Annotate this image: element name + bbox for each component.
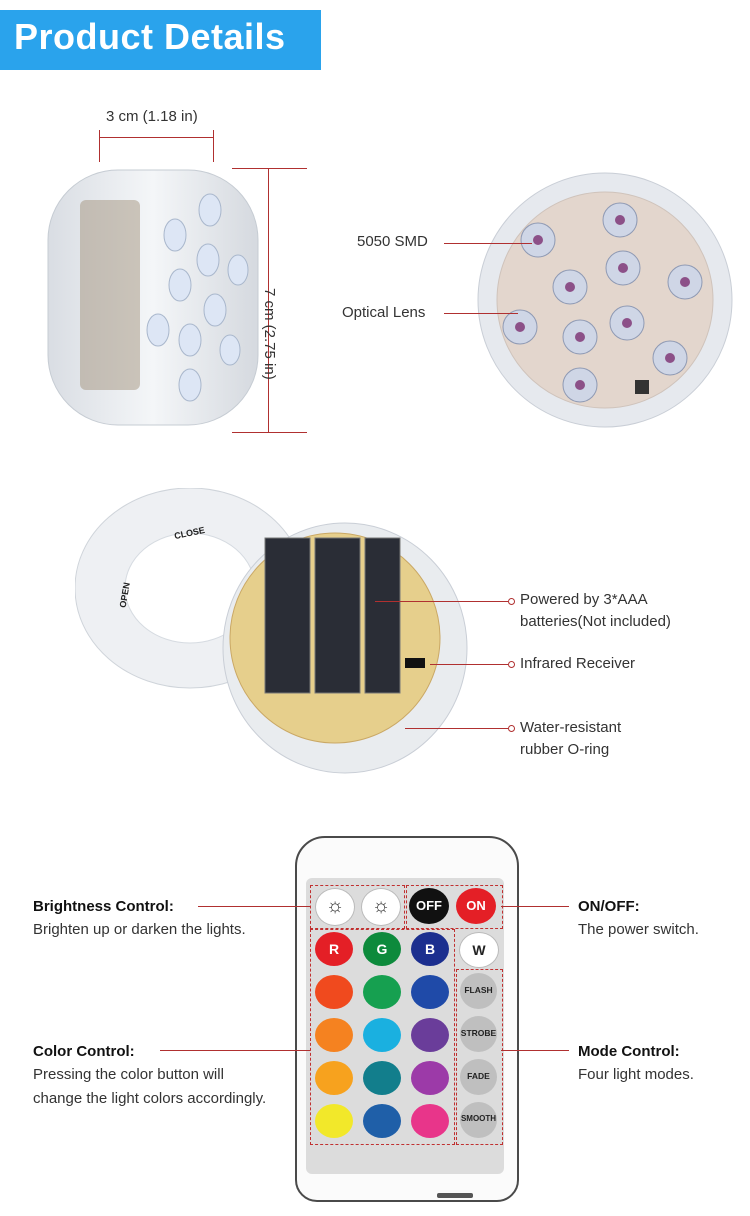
strobe-button-label: STROBE <box>460 1028 497 1038</box>
onoff-title: ON/OFF: <box>578 898 640 915</box>
height-tick-top <box>232 168 307 169</box>
fade-button[interactable]: FADE <box>460 1059 497 1095</box>
color-control-desc-line2: change the light colors accordingly. <box>33 1090 267 1107</box>
width-tick-right <box>213 130 214 162</box>
on-button-label: ON <box>466 898 486 913</box>
color-button[interactable] <box>315 1061 353 1095</box>
oring-label-line2: rubber O-ring <box>520 741 610 758</box>
oring-leader-dot <box>508 725 515 732</box>
brightness-leader-line <box>198 906 310 907</box>
optical-lens-label: Optical Lens <box>342 304 426 321</box>
brightness-control-desc: Brighten up or darken the lights. <box>33 921 246 938</box>
battery-label-line2: batteries(Not included) <box>520 613 671 630</box>
on-button[interactable]: ON <box>456 888 496 924</box>
red-button-label: R <box>328 941 340 957</box>
width-dimension-line <box>99 137 214 138</box>
onoff-desc: The power switch. <box>578 921 699 938</box>
color-button[interactable] <box>411 1104 449 1138</box>
mode-group-box <box>456 969 503 1145</box>
infrared-leader-dot <box>508 661 515 668</box>
blue-button-label: B <box>424 941 436 957</box>
height-tick-bottom <box>232 432 307 433</box>
smd-leader-line <box>444 243 532 244</box>
color-button[interactable] <box>315 1018 353 1052</box>
color-button[interactable] <box>411 1018 449 1052</box>
color-button[interactable] <box>315 975 353 1009</box>
white-button[interactable]: W <box>459 932 499 968</box>
color-leader-line <box>160 1050 310 1051</box>
brightness-down-button[interactable]: ☼ <box>361 888 401 926</box>
width-tick-left <box>99 130 100 162</box>
smooth-button[interactable]: SMOOTH <box>460 1102 497 1138</box>
fade-button-label: FADE <box>467 1071 490 1081</box>
brightness-up-button[interactable]: ☼ <box>315 888 355 926</box>
color-button[interactable] <box>315 1104 353 1138</box>
green-button-label: G <box>376 941 388 957</box>
color-button[interactable] <box>363 975 401 1009</box>
color-group-box <box>310 929 455 1145</box>
color-button[interactable] <box>363 1104 401 1138</box>
flash-button-label: FLASH <box>464 985 493 995</box>
brightness-control-title: Brightness Control: <box>33 898 174 915</box>
red-button[interactable]: R <box>315 932 353 966</box>
mode-leader-line <box>501 1050 569 1051</box>
sun-dim-icon: ☼ <box>371 895 391 917</box>
oring-leader-line <box>405 728 508 729</box>
color-button[interactable] <box>411 1061 449 1095</box>
sun-bright-icon: ☼ <box>325 895 345 917</box>
flash-button[interactable]: FLASH <box>460 973 497 1009</box>
off-button-label: OFF <box>416 898 442 913</box>
white-button-label: W <box>472 942 486 958</box>
battery-leader-line <box>375 601 508 602</box>
height-dimension-line <box>268 168 269 432</box>
onoff-group-box <box>406 885 503 929</box>
mode-control-title: Mode Control: <box>578 1043 680 1060</box>
light-front-view-image <box>477 172 733 428</box>
infrared-receiver-label: Infrared Receiver <box>520 655 636 672</box>
battery-leader-dot <box>508 598 515 605</box>
light-side-view-image <box>47 169 259 426</box>
smd-label: 5050 SMD <box>357 233 428 250</box>
green-button[interactable]: G <box>363 932 401 966</box>
lens-leader-line <box>444 313 518 314</box>
off-button[interactable]: OFF <box>409 888 449 924</box>
height-dimension-label: 7 cm (2.75 in) <box>261 288 278 380</box>
title-banner <box>0 10 321 70</box>
remote-ir-window <box>437 1193 473 1198</box>
onoff-leader-line <box>501 906 569 907</box>
color-control-desc-line1: Pressing the color button will <box>33 1066 224 1083</box>
page-title: Product Details <box>14 16 286 57</box>
light-opened-image <box>75 488 468 774</box>
blue-button[interactable]: B <box>411 932 449 966</box>
oring-label-line1: Water-resistant <box>520 719 622 736</box>
smooth-button-label: SMOOTH <box>460 1114 497 1123</box>
brightness-group-box <box>310 885 405 929</box>
width-dimension-label: 3 cm (1.18 in) <box>106 108 198 125</box>
color-control-title: Color Control: <box>33 1043 135 1060</box>
battery-label-line1: Powered by 3*AAA <box>520 591 648 608</box>
infrared-leader-line <box>430 664 508 665</box>
color-button[interactable] <box>363 1061 401 1095</box>
strobe-button[interactable]: STROBE <box>460 1016 497 1052</box>
mode-control-desc: Four light modes. <box>578 1066 694 1083</box>
color-button[interactable] <box>363 1018 401 1052</box>
color-button[interactable] <box>411 975 449 1009</box>
